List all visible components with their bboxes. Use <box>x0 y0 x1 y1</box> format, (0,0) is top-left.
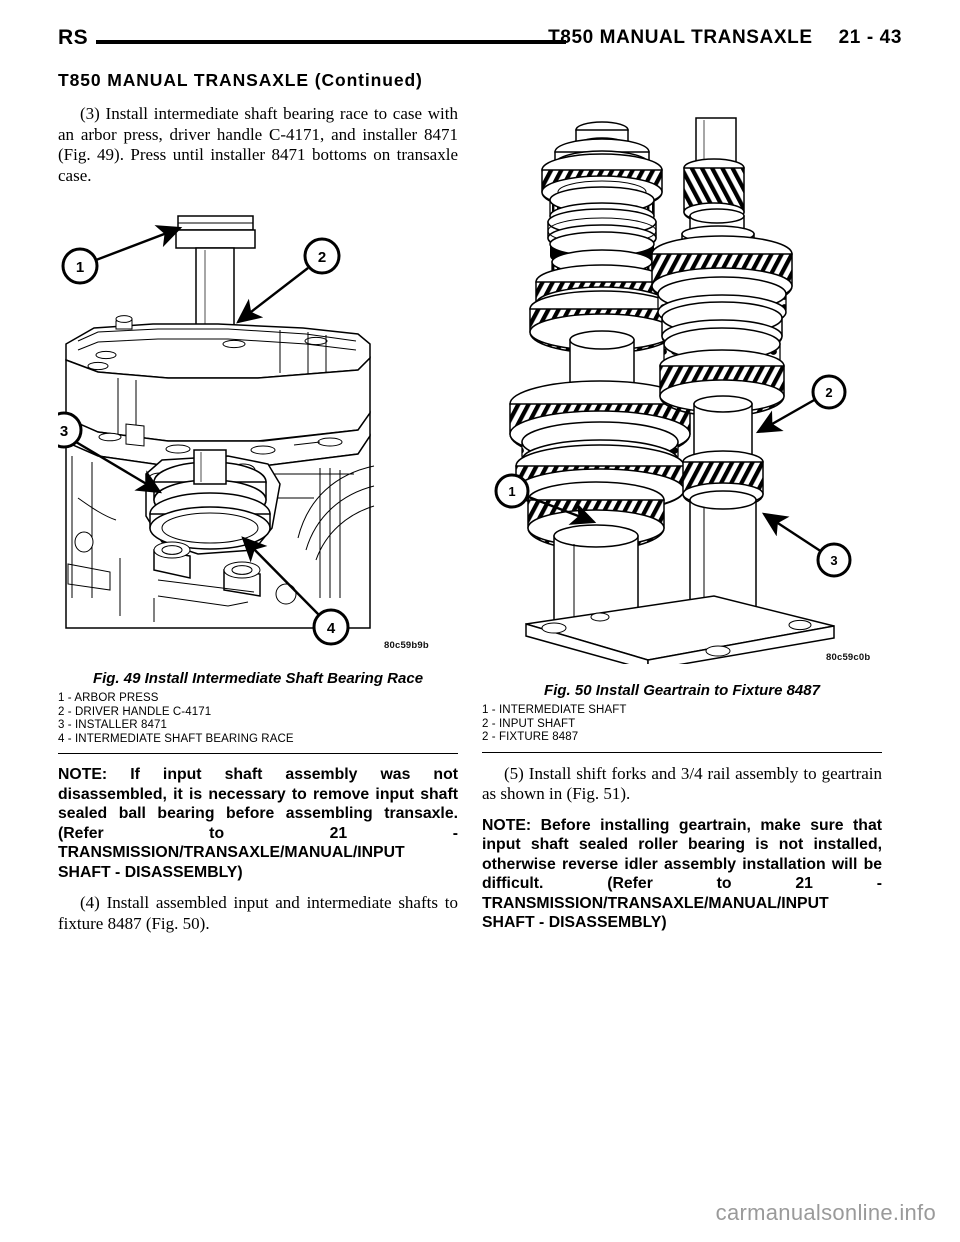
figure-50-legend: 1 - INTERMEDIATE SHAFT 2 - INPUT SHAFT 2… <box>482 704 882 745</box>
header-right: T850 MANUAL TRANSAXLE 21 - 43 <box>548 27 902 49</box>
figure-50-illustration: 1 2 3 <box>494 117 852 664</box>
figure-49-separator <box>58 753 458 755</box>
header-title: T850 MANUAL TRANSAXLE <box>548 27 813 48</box>
note-2-text: NOTE: Before installing geartrain, make … <box>482 816 882 932</box>
header-rule <box>96 40 566 44</box>
figure-50-image-code: 80c59c0b <box>826 652 871 663</box>
figure-50-callout-3: 3 <box>761 512 852 578</box>
case-lower-bosses <box>119 541 297 622</box>
fixture-8487-base <box>525 595 835 664</box>
figure-49-legend: 1 - ARBOR PRESS 2 - DRIVER HANDLE C-4171… <box>58 692 458 746</box>
arbor-press-ram <box>175 215 256 249</box>
figure-49-callout-4: 4 <box>241 536 350 646</box>
figure-50-callout-1: 1 <box>494 473 597 525</box>
intermediate-shaft-assembly <box>509 121 691 637</box>
figure-49: 1 2 3 4 80c59b9b Fig. 49 Install Interme… <box>58 198 458 755</box>
figure-49-callout-2: 2 <box>236 237 341 324</box>
intermediate-shaft-bearing-race <box>149 492 271 550</box>
left-column: (3) Install intermediate shaft bearing r… <box>58 104 458 934</box>
figure-49-illustration: 1 2 3 4 <box>58 215 375 646</box>
figure-50-callout-2: 2 <box>755 374 847 434</box>
watermark: carmanualsonline.info <box>715 1200 936 1225</box>
figure-49-callout-1: 1 <box>61 225 183 285</box>
note-1-text: NOTE: If input shaft assembly was not di… <box>58 766 458 881</box>
legend-item: 3 - INSTALLER 8471 <box>58 719 167 732</box>
figure-49-callout-3: 3 <box>58 411 163 494</box>
step-3-text: (3) Install intermediate shaft bearing r… <box>58 104 458 185</box>
legend-item: 1 - INTERMEDIATE SHAFT <box>482 704 627 716</box>
header-left-code: RS <box>58 26 89 49</box>
transaxle-case-upper-flange <box>65 315 371 379</box>
legend-item: 2 - INPUT SHAFT <box>482 717 576 730</box>
right-column: 1 2 3 80c59c0b Fig. 50 Install Geartrain… <box>482 104 882 944</box>
page-header: RS T850 MANUAL TRANSAXLE 21 - 43 <box>0 26 960 60</box>
callout-label: 3 <box>60 423 68 440</box>
step-5-text: (5) Install shift forks and 3/4 rail ass… <box>482 763 882 804</box>
header-page-number: 21 - 43 <box>838 27 902 48</box>
figure-49-caption: Fig. 49 Install Intermediate Shaft Beari… <box>92 670 424 687</box>
figure-50-separator <box>482 751 882 753</box>
step-4-text: (4) Install assembled input and intermed… <box>58 893 458 933</box>
callout-label: 3 <box>830 553 837 568</box>
figure-50-caption: Fig. 50 Install Geartrain to Fixture 848… <box>544 682 820 699</box>
callout-label: 1 <box>76 259 84 276</box>
legend-item: 1 - ARBOR PRESS <box>58 692 159 704</box>
callout-label: 1 <box>508 484 515 499</box>
input-shaft-assembly <box>651 117 793 632</box>
legend-item: 4 - INTERMEDIATE SHAFT BEARING RACE <box>58 732 294 745</box>
figure-50: 1 2 3 80c59c0b Fig. 50 Install Geartrain… <box>482 104 882 753</box>
legend-item: 2 - FIXTURE 8487 <box>482 731 579 744</box>
callout-label: 4 <box>327 620 336 637</box>
legend-item: 2 - DRIVER HANDLE C-4171 <box>58 705 212 718</box>
section-title: T850 MANUAL TRANSAXLE (Continued) <box>58 70 423 90</box>
callout-label: 2 <box>825 385 832 400</box>
figure-49-image-code: 80c59b9b <box>384 640 429 651</box>
callout-label: 2 <box>318 249 326 266</box>
